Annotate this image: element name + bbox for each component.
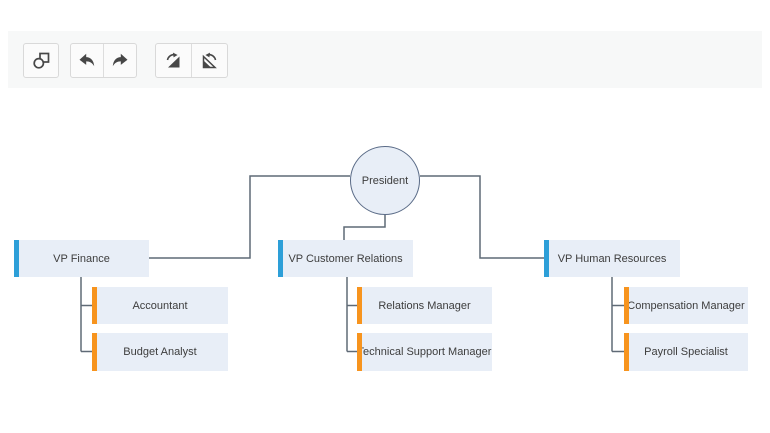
- node-label: VP Human Resources: [557, 252, 667, 265]
- accent-bar: [544, 240, 549, 277]
- org-node-vp-human-resources[interactable]: VP Human Resources: [544, 240, 680, 277]
- undo-icon: [78, 53, 96, 69]
- org-node-president[interactable]: President: [350, 146, 420, 215]
- redo-button[interactable]: [103, 44, 136, 77]
- shapes-icon: [32, 51, 51, 70]
- org-node-technical-support-manager[interactable]: Technical Support Manager: [357, 333, 492, 371]
- rotate-counterclockwise-icon: [200, 52, 219, 70]
- undo-redo-group: [70, 43, 137, 78]
- org-node-relations-manager[interactable]: Relations Manager: [357, 287, 492, 324]
- toolbar: [8, 31, 762, 88]
- accent-bar: [92, 333, 97, 371]
- rotate-counterclockwise-button[interactable]: [191, 44, 227, 77]
- node-label: Technical Support Manager: [357, 346, 492, 358]
- org-node-vp-customer-relations[interactable]: VP Customer Relations: [278, 240, 413, 277]
- org-node-payroll-specialist[interactable]: Payroll Specialist: [624, 333, 748, 371]
- redo-icon: [111, 53, 129, 69]
- accent-bar: [357, 287, 362, 324]
- rotate-clockwise-button[interactable]: [156, 44, 191, 77]
- node-label: Relations Manager: [378, 299, 471, 312]
- org-node-accountant[interactable]: Accountant: [92, 287, 228, 324]
- node-label: Compensation Manager: [627, 299, 745, 312]
- accent-bar: [624, 333, 629, 371]
- undo-button[interactable]: [71, 44, 103, 77]
- accent-bar: [278, 240, 283, 277]
- org-node-compensation-manager[interactable]: Compensation Manager: [624, 287, 748, 324]
- node-label: VP Finance: [53, 252, 110, 265]
- rotate-clockwise-icon: [164, 52, 183, 70]
- node-label: President: [361, 174, 409, 187]
- accent-bar: [357, 333, 362, 371]
- node-label: Payroll Specialist: [644, 346, 728, 358]
- org-node-budget-analyst[interactable]: Budget Analyst: [92, 333, 228, 371]
- accent-bar: [624, 287, 629, 324]
- shapes-button[interactable]: [23, 43, 59, 78]
- node-label: Budget Analyst: [123, 346, 197, 358]
- accent-bar: [92, 287, 97, 324]
- org-node-vp-finance[interactable]: VP Finance: [14, 240, 149, 277]
- node-label: VP Customer Relations: [288, 252, 403, 265]
- node-label: Accountant: [132, 299, 188, 312]
- accent-bar: [14, 240, 19, 277]
- rotate-group: [155, 43, 228, 78]
